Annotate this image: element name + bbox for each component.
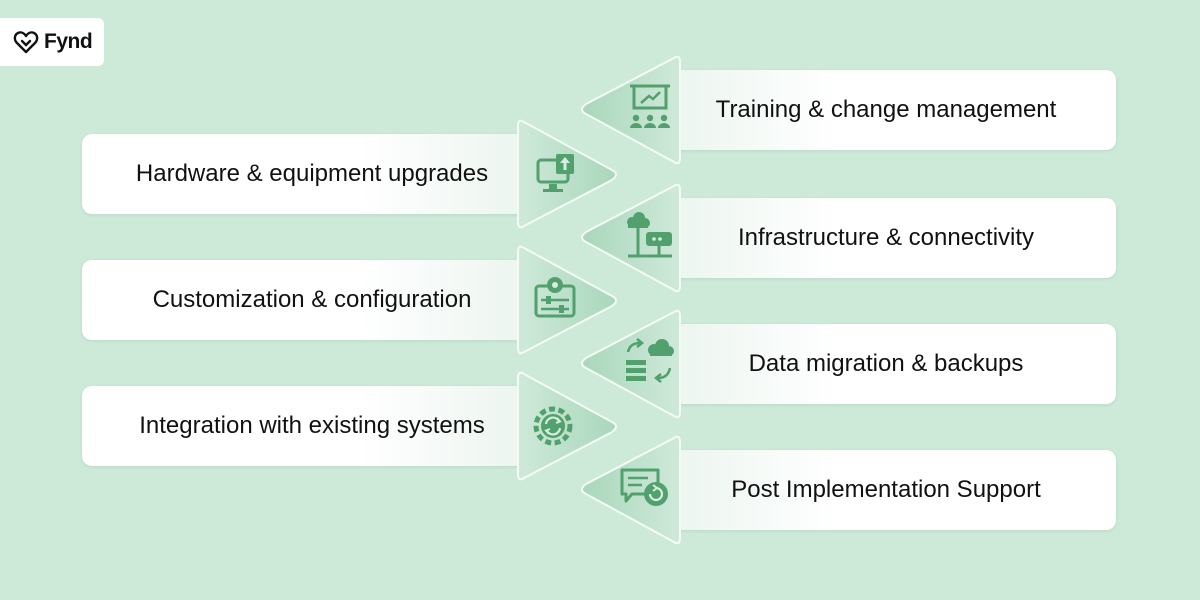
item-customization: Customization & configuration <box>82 260 542 340</box>
fynd-logo-icon <box>13 31 39 54</box>
presentation-training-icon <box>630 84 670 128</box>
item-post-implementation: Post Implementation Support <box>656 450 1116 530</box>
item-data-migration: Data migration & backups <box>656 324 1116 404</box>
item-label: Training & change management <box>715 96 1057 123</box>
network-server-icon <box>627 212 672 258</box>
item-hardware-upgrades: Hardware & equipment upgrades <box>82 134 542 214</box>
item-training: Training & change management <box>656 70 1116 150</box>
item-label: Integration with existing systems <box>139 412 485 439</box>
item-integration: Integration with existing systems <box>82 386 542 466</box>
triangle-left-2 <box>581 183 681 293</box>
item-label: Post Implementation Support <box>731 476 1041 503</box>
cloud-database-icon <box>626 338 674 383</box>
brand-logo: Fynd <box>0 18 104 66</box>
item-label: Infrastructure & connectivity <box>737 224 1035 251</box>
triangle-right-3 <box>517 371 617 481</box>
item-infrastructure: Infrastructure & connectivity <box>656 198 1116 278</box>
gear-sync-icon <box>533 406 573 446</box>
item-label: Hardware & equipment upgrades <box>135 160 489 187</box>
item-label: Data migration & backups <box>748 350 1024 377</box>
monitor-upload-icon <box>536 154 574 192</box>
brand-name: Fynd <box>44 30 93 53</box>
item-label: Customization & configuration <box>152 286 472 313</box>
chat-support-icon <box>620 468 668 506</box>
settings-sliders-icon <box>534 277 576 318</box>
triangle-left-4 <box>581 435 681 545</box>
triangle-left-1 <box>581 55 681 165</box>
